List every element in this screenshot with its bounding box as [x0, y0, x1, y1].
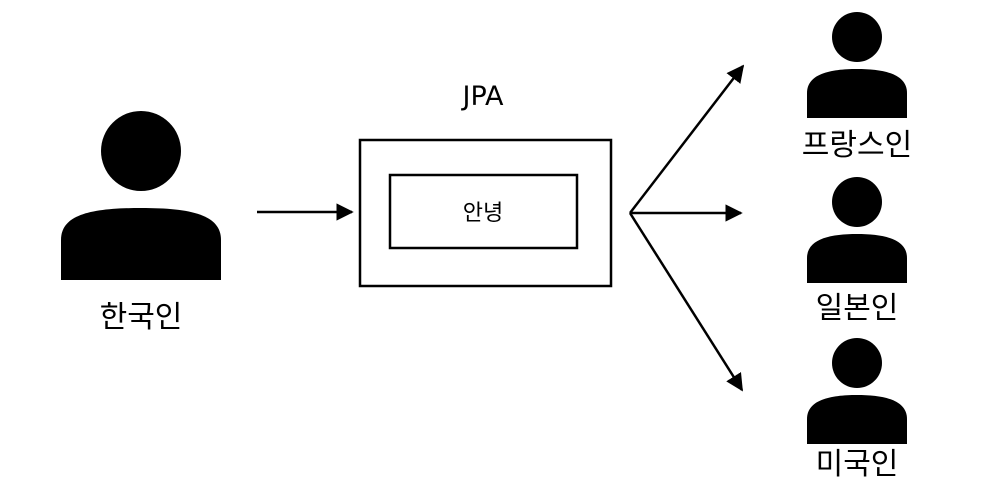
target-person-3-label: 미국인: [816, 447, 899, 482]
source-person: 한국인: [61, 111, 221, 335]
jpa-title: JPA: [461, 81, 505, 112]
person-icon: [61, 111, 221, 280]
target-person-1: 프랑스인: [802, 12, 912, 163]
output-arrow-3: [628, 212, 744, 392]
target-person-1-label: 프랑스인: [802, 128, 912, 163]
person-icon: [807, 338, 907, 444]
target-person-2: 일본인: [807, 177, 907, 326]
target-person-3: 미국인: [807, 338, 907, 482]
person-icon: [807, 12, 907, 118]
target-person-2-label: 일본인: [816, 291, 899, 326]
source-person-label: 한국인: [100, 300, 183, 335]
person-icon: [807, 177, 907, 283]
jpa-outer-box: [358, 138, 613, 288]
jpa-inner-box: [388, 173, 579, 250]
jpa-container: JPA 안녕: [358, 81, 613, 288]
jpa-inner-text: 안녕: [463, 201, 503, 226]
output-arrow-1: [629, 64, 745, 214]
output-arrows: [628, 64, 745, 392]
